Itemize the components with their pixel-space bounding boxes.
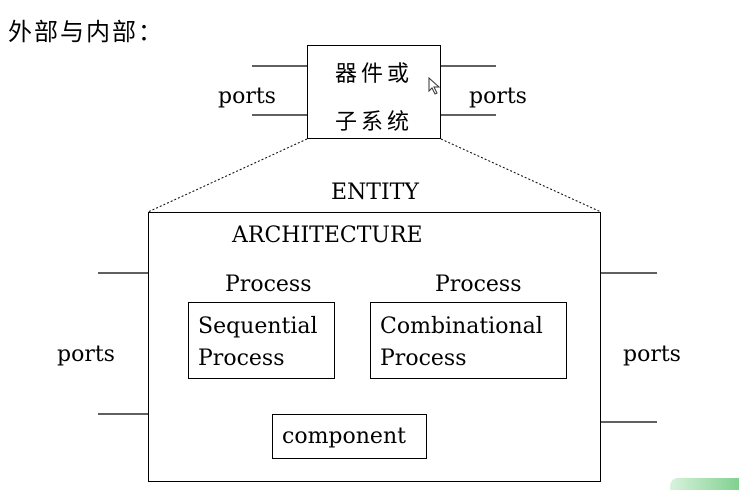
expand-dotted-line-left — [147, 138, 308, 213]
sequential-process-box: Sequential Process — [188, 302, 335, 379]
slide-title: 外部与内部： — [8, 18, 164, 46]
architecture-label: ARCHITECTURE — [232, 223, 423, 248]
sequential-process-line1: Sequential — [198, 314, 318, 339]
left-ports-label: ports — [57, 342, 115, 367]
top-right-ports-label: ports — [469, 84, 527, 109]
top-left-ports-label: ports — [218, 84, 276, 109]
device-subsystem-label-line1: 器件或 — [334, 62, 413, 87]
mouse-cursor-icon — [428, 77, 441, 95]
right-ports-label: ports — [623, 342, 681, 367]
process-left-header: Process — [225, 272, 312, 297]
component-box: component — [272, 414, 427, 459]
expand-dotted-line-right — [440, 138, 602, 213]
device-subsystem-label-line2: 子系统 — [334, 110, 413, 135]
combinational-process-line2: Process — [380, 346, 467, 371]
decorative-green-bar — [670, 478, 739, 490]
entity-label: ENTITY — [331, 180, 419, 205]
component-label: component — [282, 424, 406, 449]
architecture-box — [148, 212, 601, 482]
combinational-process-box: Combinational Process — [370, 302, 567, 379]
device-subsystem-box: 器件或 子系统 — [307, 45, 441, 139]
combinational-process-line1: Combinational — [380, 314, 543, 339]
process-right-header: Process — [435, 272, 522, 297]
sequential-process-line2: Process — [198, 346, 285, 371]
